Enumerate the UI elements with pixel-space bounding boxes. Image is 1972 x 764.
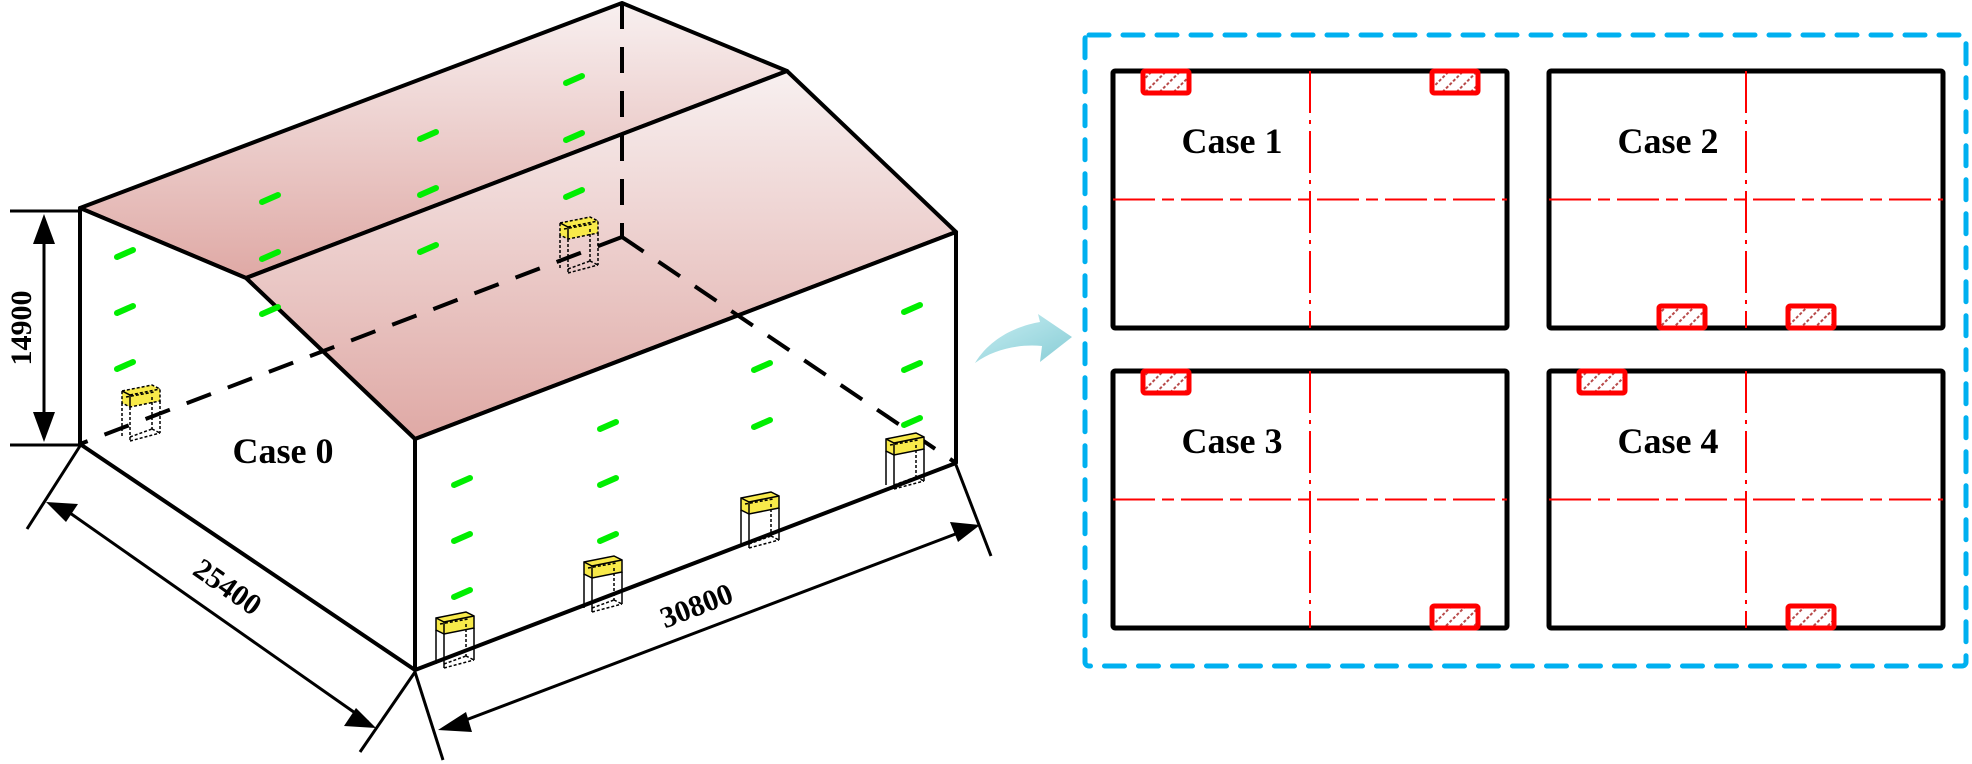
sensor-marker: [901, 360, 923, 373]
sensor-marker: [451, 587, 473, 600]
case-plans: Case 1 Case 2 Case 3 Case 4: [1110, 68, 1946, 631]
sensor-marker: [114, 359, 136, 372]
sensor-marker: [563, 130, 585, 143]
dimension-width: [25, 445, 417, 753]
heating-unit-plan: [1429, 603, 1481, 631]
curved-arrow-right-icon: [975, 314, 1072, 363]
dimension-height-label: 14900: [5, 291, 38, 366]
heating-unit: [583, 555, 623, 613]
building-3d: [78, 1, 958, 672]
heating-unit-plan: [1785, 303, 1837, 331]
sensor-marker: [417, 129, 439, 142]
hidden-edges: [79, 3, 958, 465]
heating-unit-plan: [1576, 368, 1628, 396]
heating-unit: [885, 432, 925, 490]
case-2-plan: Case 2: [1546, 68, 1946, 331]
heating-unit: [740, 491, 780, 549]
sensor-marker: [597, 419, 619, 432]
sensor-marker: [417, 185, 439, 198]
dimension-length: [413, 464, 993, 761]
sensor-marker: [417, 242, 439, 255]
dimension-height: [10, 209, 80, 447]
sensor-marker: [597, 531, 619, 544]
case-4-label: Case 4: [1618, 421, 1719, 461]
heating-unit-plan: [1656, 303, 1708, 331]
case-1-plan: Case 1: [1110, 68, 1510, 331]
heating-unit-plan: [1140, 368, 1192, 396]
sensor-markers: [114, 73, 923, 600]
cases-group-border: [1082, 32, 1969, 669]
sensor-marker: [563, 73, 585, 86]
sensor-marker: [259, 304, 281, 317]
sensor-marker: [259, 249, 281, 262]
heating-unit: [559, 216, 599, 274]
heating-unit-plan: [1785, 603, 1837, 631]
case-4-plan: Case 4: [1546, 368, 1946, 631]
sensor-marker: [259, 192, 281, 205]
heating-units-3d: [121, 216, 925, 669]
heating-unit: [435, 611, 475, 669]
case-3-plan: Case 3: [1110, 368, 1510, 631]
sensor-marker: [563, 187, 585, 200]
case-3-label: Case 3: [1182, 421, 1283, 461]
sensor-marker: [114, 247, 136, 260]
sensor-marker: [451, 531, 473, 544]
heating-unit-plan: [1140, 68, 1192, 96]
case-0-label: Case 0: [233, 431, 334, 471]
heating-unit-plan: [1429, 68, 1481, 96]
sensor-marker: [751, 417, 773, 430]
sensor-marker: [751, 360, 773, 373]
sensor-marker: [597, 475, 619, 488]
sensor-marker: [114, 303, 136, 316]
sensor-marker: [901, 415, 923, 428]
sensor-marker: [901, 302, 923, 315]
case-2-label: Case 2: [1618, 121, 1719, 161]
dimension-length-label: 30800: [656, 577, 738, 635]
sensor-marker: [451, 475, 473, 488]
heating-unit: [121, 384, 161, 442]
case-1-label: Case 1: [1182, 121, 1283, 161]
